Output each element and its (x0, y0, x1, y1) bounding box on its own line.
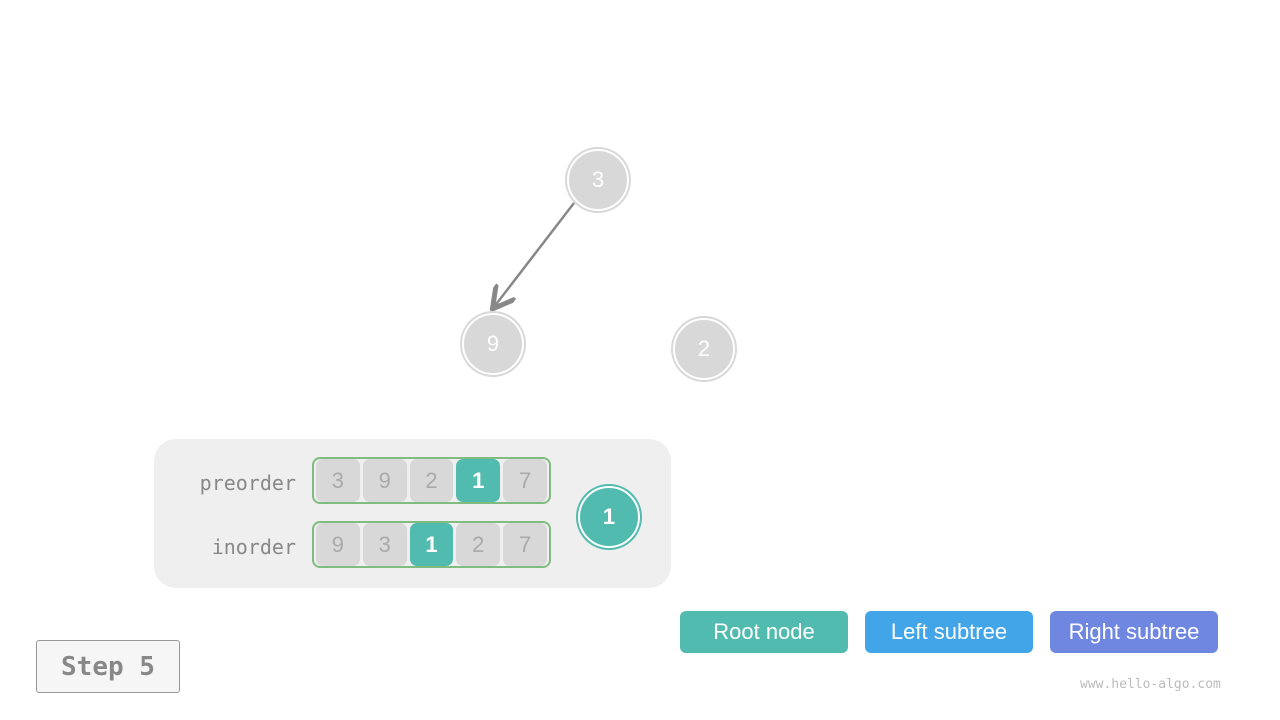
inorder-label: inorder (211, 535, 296, 559)
inorder-cell: 2 (456, 523, 501, 566)
preorder-cell: 3 (316, 459, 360, 502)
tree-node-2: 2 (673, 318, 735, 380)
inorder-cell: 7 (503, 523, 547, 566)
current-root-node: 1 (578, 486, 640, 548)
watermark: www.hello-algo.com (1080, 677, 1221, 692)
legend-right-subtree: Right subtree (1050, 611, 1218, 653)
preorder-cell: 7 (503, 459, 547, 502)
tree-node-9: 9 (462, 313, 524, 375)
legend-left-subtree: Left subtree (865, 611, 1033, 653)
step-label: Step 5 (36, 640, 180, 693)
inorder-cell: 1 (409, 523, 454, 566)
inorder-cell: 9 (316, 523, 360, 566)
preorder-label: preorder (199, 471, 296, 495)
legend-root-node: Root node (680, 611, 848, 653)
preorder-cell: 1 (456, 459, 501, 502)
edge-3-9 (494, 202, 575, 307)
tree-node-3: 3 (567, 149, 629, 211)
preorder-cell: 9 (362, 459, 407, 502)
inorder-cell: 3 (362, 523, 407, 566)
preorder-cell: 2 (409, 459, 454, 502)
